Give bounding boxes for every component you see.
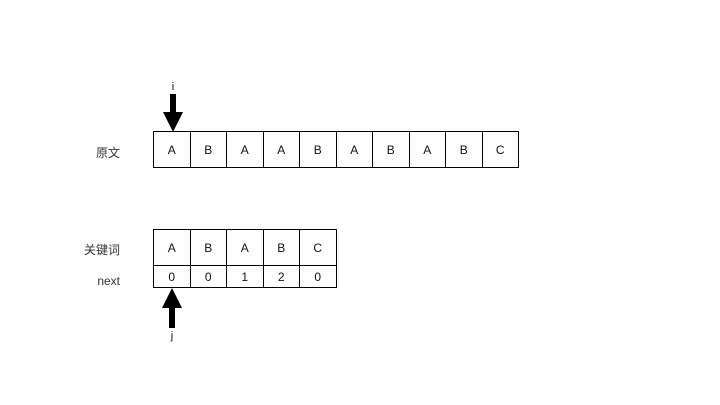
next-cell: 1 <box>226 265 264 288</box>
text-cell: B <box>372 131 410 168</box>
keyword-cell: A <box>153 229 191 266</box>
keyword-cell: B <box>189 229 227 266</box>
next-cell: 0 <box>299 265 337 288</box>
next-row-label: next <box>97 274 120 288</box>
next-cell: 0 <box>153 265 191 288</box>
text-cell: A <box>226 131 264 168</box>
pointer-i-label: i <box>171 81 175 93</box>
text-cell: C <box>481 131 519 168</box>
keyword-cell: A <box>226 229 264 266</box>
text-cell: B <box>189 131 227 168</box>
keyword-cell: C <box>299 229 337 266</box>
pointer-j-label: j <box>170 330 174 342</box>
text-cell: A <box>335 131 373 168</box>
text-cell: A <box>262 131 300 168</box>
next-cell: 2 <box>262 265 300 288</box>
text-cell: A <box>153 131 191 168</box>
keyword-row-label: 关键词 <box>83 243 120 257</box>
text-cell: B <box>445 131 483 168</box>
text-cell: B <box>299 131 337 168</box>
down-arrow-icon <box>163 94 183 132</box>
keyword-cell: B <box>262 229 300 266</box>
up-arrow-icon <box>162 288 182 328</box>
next-cell: 0 <box>189 265 227 288</box>
text-row-label: 原文 <box>95 146 120 160</box>
text-cell: A <box>408 131 446 168</box>
